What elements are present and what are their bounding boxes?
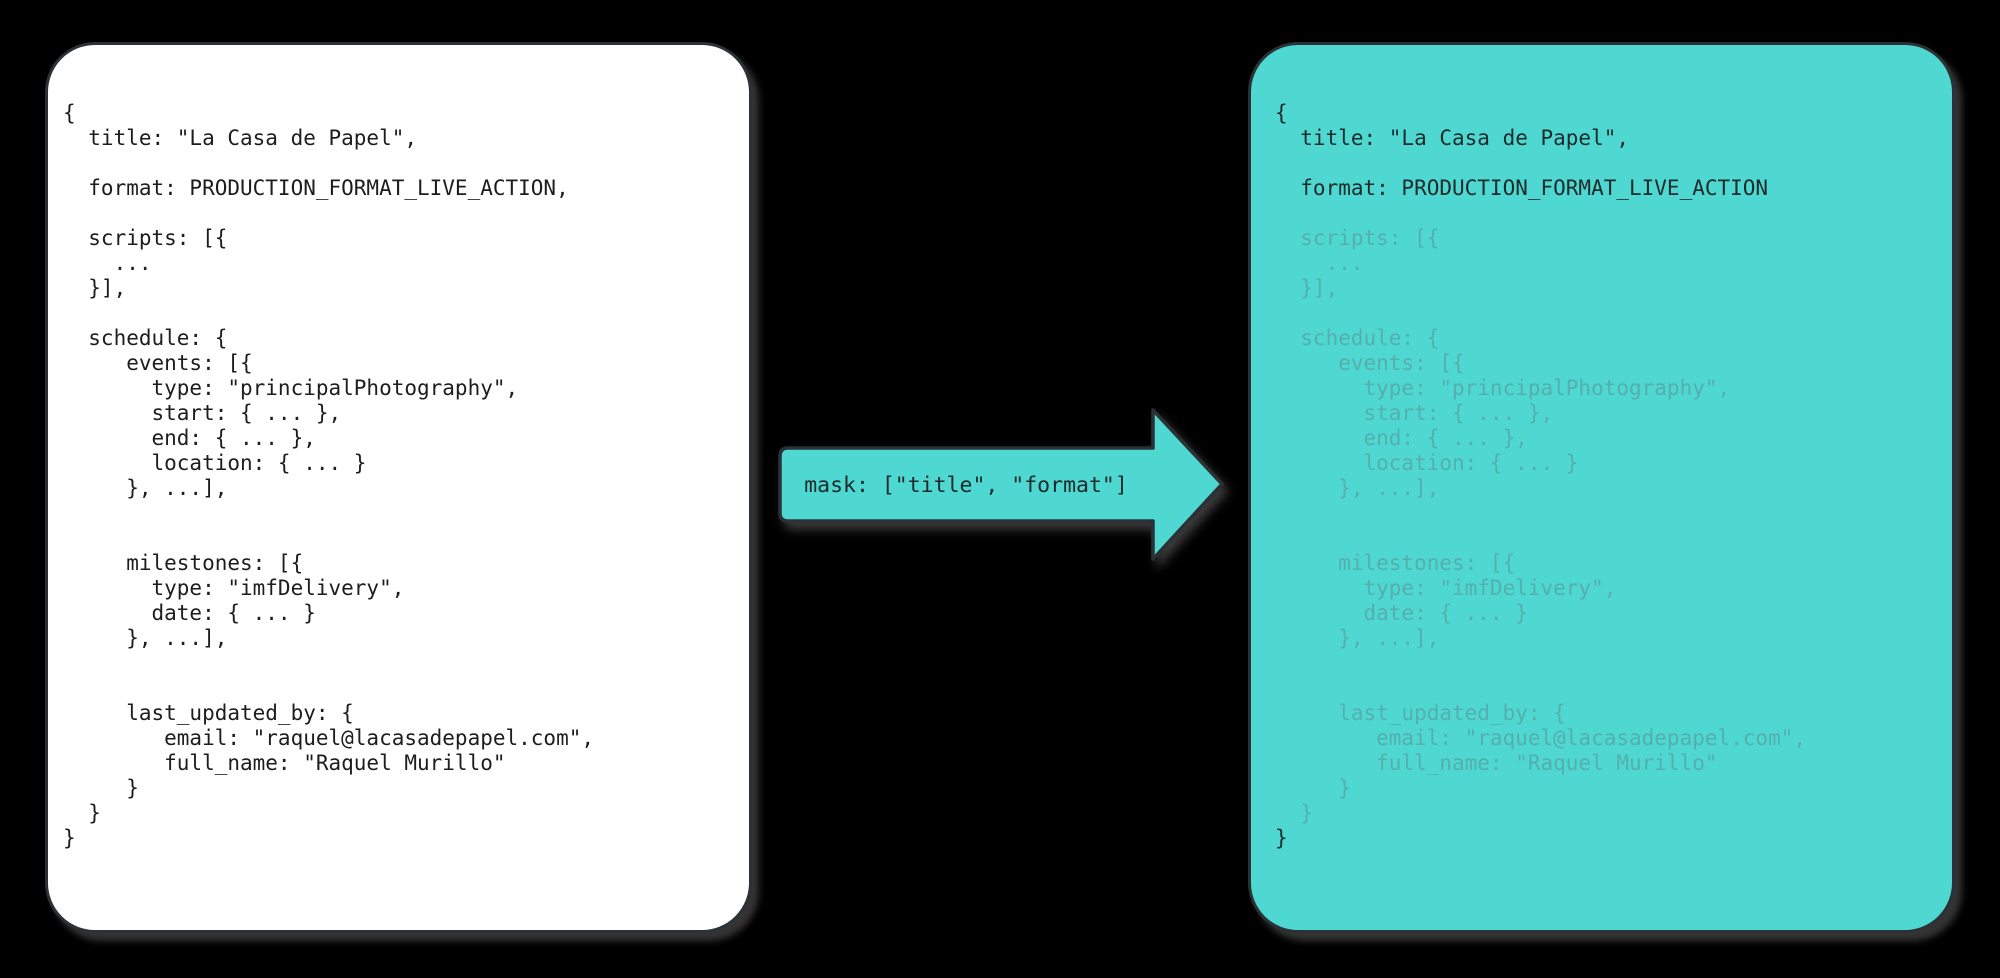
code-line: }], (63, 276, 127, 300)
code-line: location: { ... } (63, 451, 367, 475)
code-line: } (1275, 826, 1288, 850)
code-line: email: "raquel@lacasadepapel.com", (1275, 726, 1807, 750)
code-line (1275, 651, 1940, 676)
code-line: type: "principalPhotography", (63, 376, 519, 400)
code-line: { (1275, 101, 1288, 125)
code-line: type: "imfDelivery", (63, 576, 405, 600)
code-line (63, 301, 737, 326)
code-line (1275, 526, 1940, 551)
code-line (63, 501, 737, 526)
code-line: last_updated_by: { (63, 701, 354, 725)
code-line: end: { ... }, (63, 426, 316, 450)
code-line: full_name: "Raquel Murillo" (1275, 751, 1718, 775)
code-line: }], (1275, 276, 1339, 300)
code-line: location: { ... } (1275, 451, 1579, 475)
source-json-code: { title: "La Casa de Papel", format: PRO… (48, 45, 749, 851)
code-line: title: "La Casa de Papel", (1275, 126, 1630, 150)
code-line: date: { ... } (63, 601, 316, 625)
code-line (1275, 151, 1940, 176)
code-line: schedule: { (63, 326, 228, 350)
code-line: events: [{ (1275, 351, 1465, 375)
code-line: scripts: [{ (1275, 226, 1440, 250)
code-line: date: { ... } (1275, 601, 1528, 625)
code-line: } (63, 826, 76, 850)
code-line: type: "principalPhotography", (1275, 376, 1731, 400)
code-line: } (1275, 776, 1351, 800)
code-line: milestones: [{ (63, 551, 304, 575)
mask-arrow: mask: ["title", "format"] (778, 408, 1224, 561)
code-line (63, 151, 737, 176)
code-line: }, ...], (63, 626, 228, 650)
code-line: format: PRODUCTION_FORMAT_LIVE_ACTION (1275, 176, 1769, 200)
code-line (1275, 301, 1940, 326)
code-line: } (63, 801, 101, 825)
code-line: email: "raquel@lacasadepapel.com", (63, 726, 595, 750)
code-line: }, ...], (63, 476, 228, 500)
masked-json-code: { title: "La Casa de Papel", format: PRO… (1251, 45, 1952, 851)
arrow-label: mask: ["title", "format"] (804, 473, 1128, 498)
code-line: last_updated_by: { (1275, 701, 1566, 725)
code-line (1275, 676, 1940, 701)
code-line: start: { ... }, (1275, 401, 1554, 425)
code-line: } (1275, 801, 1313, 825)
code-line: }, ...], (1275, 626, 1440, 650)
arrow-shape (778, 408, 1224, 561)
code-line: type: "imfDelivery", (1275, 576, 1617, 600)
code-line: start: { ... }, (63, 401, 342, 425)
code-line: full_name: "Raquel Murillo" (63, 751, 506, 775)
code-line: ... (1275, 251, 1364, 275)
source-document-panel: { title: "La Casa de Papel", format: PRO… (45, 42, 752, 933)
code-line: }, ...], (1275, 476, 1440, 500)
masked-document-panel: { title: "La Casa de Papel", format: PRO… (1248, 42, 1955, 933)
code-line (1275, 201, 1940, 226)
code-line: title: "La Casa de Papel", (63, 126, 418, 150)
code-line: milestones: [{ (1275, 551, 1516, 575)
code-line (63, 526, 737, 551)
code-line: schedule: { (1275, 326, 1440, 350)
code-line: events: [{ (63, 351, 253, 375)
code-line: scripts: [{ (63, 226, 228, 250)
code-line: ... (63, 251, 152, 275)
code-line (63, 676, 737, 701)
code-line: format: PRODUCTION_FORMAT_LIVE_ACTION, (63, 176, 569, 200)
code-line (63, 651, 737, 676)
code-line: { (63, 101, 76, 125)
code-line (63, 201, 737, 226)
code-line: } (63, 776, 139, 800)
code-line (1275, 501, 1940, 526)
code-line: end: { ... }, (1275, 426, 1528, 450)
